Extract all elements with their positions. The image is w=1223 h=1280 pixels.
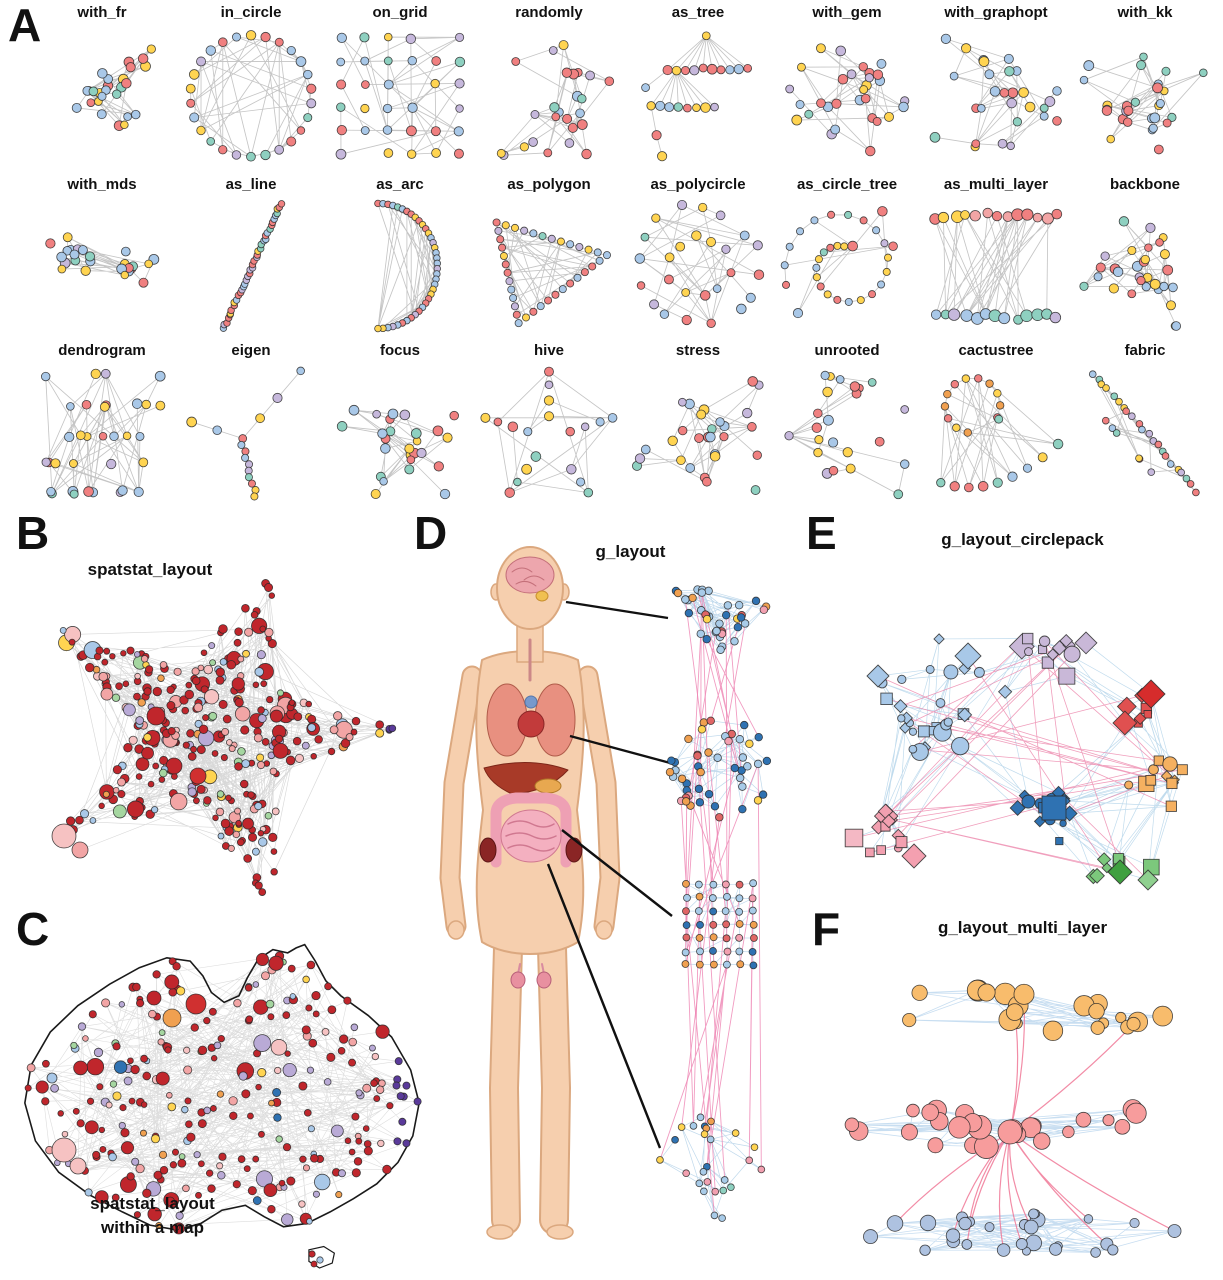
layout-canvas-cactustree: [927, 364, 1065, 502]
layout-cell-as_polycircle: as_polycircle: [624, 176, 773, 344]
layout-title-hive: hive: [533, 342, 564, 359]
layout-title-cactustree: cactustree: [958, 342, 1034, 359]
layout-title-unrooted: unrooted: [814, 342, 880, 359]
layout-cell-hive: hive: [475, 342, 624, 510]
layout-cell-with_mds: with_mds: [28, 176, 177, 344]
layout-title-randomly: randomly: [515, 4, 583, 21]
layout-cell-as_tree: as_tree: [624, 4, 773, 172]
layout-canvas-with_mds: [33, 198, 171, 334]
layout-title-backbone: backbone: [1109, 176, 1181, 193]
layout-cell-with_graphopt: with_graphopt: [922, 4, 1071, 172]
layout-title-eigen: eigen: [231, 342, 271, 359]
layout-canvas-with_fr: [33, 26, 171, 166]
layout-cell-dendrogram: dendrogram: [28, 342, 177, 510]
layout-canvas-hive: [480, 364, 618, 502]
panel-e-network-canvas: [818, 528, 1223, 916]
layout-title-as_polycircle: as_polycircle: [650, 176, 746, 193]
layout-title-as_tree: as_tree: [671, 4, 725, 21]
layout-cell-as_circle_tree: as_circle_tree: [773, 176, 922, 344]
panel-c-title: spatstat_layout within a map: [40, 1192, 265, 1240]
panel-b-network-canvas: [6, 534, 424, 926]
layout-title-with_kk: with_kk: [1117, 4, 1173, 21]
panel-c-title-line2: within a map: [101, 1218, 204, 1237]
layout-cell-focus: focus: [326, 342, 475, 510]
layout-title-with_graphopt: with_graphopt: [944, 4, 1048, 21]
layout-canvas-as_line: [182, 198, 320, 334]
layout-canvas-with_gem: [778, 26, 916, 166]
layout-canvas-as_tree: [629, 26, 767, 166]
layout-cell-as_line: as_line: [177, 176, 326, 344]
layout-cell-stress: stress: [624, 342, 773, 510]
layout-title-fabric: fabric: [1124, 342, 1166, 359]
layout-cell-with_fr: with_fr: [28, 4, 177, 172]
layout-cell-in_circle: in_circle: [177, 4, 326, 172]
layout-cell-backbone: backbone: [1071, 176, 1220, 344]
layout-canvas-eigen: [182, 364, 320, 502]
layout-canvas-randomly: [480, 26, 618, 166]
layout-canvas-with_kk: [1076, 26, 1214, 166]
layout-canvas-unrooted: [778, 364, 916, 502]
panel-c-map-canvas: [4, 928, 438, 1280]
layout-title-as_line: as_line: [225, 176, 277, 193]
layout-canvas-with_graphopt: [927, 26, 1065, 166]
layout-title-with_fr: with_fr: [77, 4, 127, 21]
layout-title-with_gem: with_gem: [812, 4, 882, 21]
layout-canvas-stress: [629, 364, 767, 502]
layout-cell-on_grid: on_grid: [326, 4, 475, 172]
layout-cell-with_gem: with_gem: [773, 4, 922, 172]
layout-cell-randomly: randomly: [475, 4, 624, 172]
layout-canvas-as_multi_layer: [927, 198, 1065, 334]
layout-title-with_mds: with_mds: [67, 176, 137, 193]
layout-cell-with_kk: with_kk: [1071, 4, 1220, 172]
layout-canvas-as_polycircle: [629, 198, 767, 334]
layout-title-in_circle: in_circle: [220, 4, 282, 21]
layout-cell-cactustree: cactustree: [922, 342, 1071, 510]
layout-canvas-as_polygon: [480, 198, 618, 334]
layout-canvas-dendrogram: [33, 364, 171, 502]
layout-canvas-on_grid: [331, 26, 469, 166]
panel-f-network-canvas: [818, 916, 1223, 1280]
layout-canvas-as_circle_tree: [778, 198, 916, 334]
panel-c-title-line1: spatstat_layout: [90, 1194, 215, 1213]
layout-canvas-backbone: [1076, 198, 1214, 334]
layout-title-focus: focus: [379, 342, 420, 359]
layout-cell-as_polygon: as_polygon: [475, 176, 624, 344]
layout-title-stress: stress: [675, 342, 721, 359]
layout-title-as_multi_layer: as_multi_layer: [943, 176, 1049, 193]
layout-title-on_grid: on_grid: [372, 4, 428, 21]
layout-cell-unrooted: unrooted: [773, 342, 922, 510]
layout-canvas-in_circle: [182, 26, 320, 166]
panel-d-body-network-canvas: [420, 528, 815, 1280]
layout-cell-fabric: fabric: [1071, 342, 1220, 510]
layout-cell-as_arc: as_arc: [326, 176, 475, 344]
layout-canvas-fabric: [1076, 364, 1214, 502]
layout-title-as_polygon: as_polygon: [507, 176, 591, 193]
layout-cell-as_multi_layer: as_multi_layer: [922, 176, 1071, 344]
layout-title-as_circle_tree: as_circle_tree: [796, 176, 898, 193]
layout-canvas-as_arc: [331, 198, 469, 334]
layout-canvas-focus: [331, 364, 469, 502]
layout-title-as_arc: as_arc: [376, 176, 424, 193]
layout-cell-eigen: eigen: [177, 342, 326, 510]
layout-title-dendrogram: dendrogram: [58, 342, 146, 359]
